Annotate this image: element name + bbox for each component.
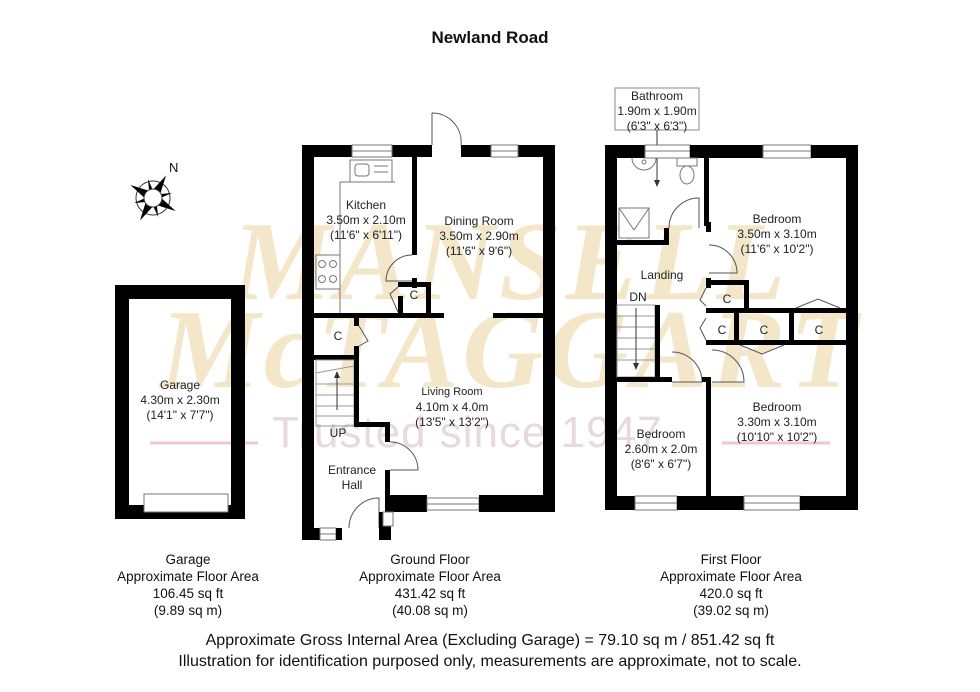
room-name: Bedroom: [636, 427, 686, 441]
room-dimensions-imperial: (6'3" x 6'3"): [626, 119, 688, 133]
room-name: Kitchen: [345, 198, 387, 212]
room-label-garage: Garage 4.30m x 2.30m (14'1" x 7'7"): [140, 378, 219, 423]
cupboard-marker: C: [409, 288, 419, 302]
first-floor-plan: [605, 87, 858, 511]
room-dimensions-metric: 2.60m x 2.0m: [624, 442, 698, 456]
room-dimensions-imperial: (11'6" x 6'11"): [329, 228, 403, 242]
floor-area-sqft: 106.45 sq ft: [152, 586, 224, 601]
room-dimensions-metric: 3.50m x 3.10m: [737, 227, 817, 241]
room-label-bedroom-3: Bedroom 2.60m x 2.0m (8'6" x 6'7"): [625, 427, 698, 472]
cupboard-marker: C: [814, 323, 824, 337]
compass-north-label: N: [169, 160, 179, 175]
floor-area-sqft: 431.42 sq ft: [394, 586, 466, 601]
room-name: Living Room: [421, 386, 483, 398]
room-dimensions-imperial: (11'6" x 9'6"): [445, 244, 513, 258]
stairs-down-label: DN: [629, 290, 647, 304]
floor-area-garage: Garage Approximate Floor Area 106.45 sq …: [117, 551, 259, 619]
room-label-landing: Landing: [641, 268, 684, 283]
cupboard-marker: C: [717, 323, 727, 337]
room-label-living-room: Living Room 4.10m x 4.0m (13'5" x 13'2"): [415, 385, 489, 430]
room-dimensions-metric: 4.10m x 4.0m: [415, 400, 489, 414]
cupboard-marker: C: [333, 329, 343, 343]
floor-name: Garage: [165, 552, 211, 567]
room-label-bathroom: Bathroom 1.90m x 1.90m (6'3" x 6'3"): [617, 89, 696, 134]
room-dimensions-metric: 4.30m x 2.30m: [140, 393, 220, 407]
room-label-bedroom-1: Bedroom 3.50m x 3.10m (11'6" x 10'2"): [737, 212, 816, 257]
floor-area-sqm: (40.08 sq m): [392, 603, 468, 618]
floor-area-sqft: 420.0 sq ft: [699, 586, 763, 601]
room-label-dining-room: Dining Room 3.50m x 2.90m (11'6" x 9'6"): [439, 214, 518, 259]
floor-area-label: Approximate Floor Area: [660, 569, 802, 584]
room-dimensions-imperial: (11'6" x 10'2"): [740, 242, 814, 256]
gross-area-summary: Approximate Gross Internal Area (Excludi…: [205, 632, 775, 649]
floor-name: Ground Floor: [390, 552, 470, 567]
cupboard-marker: C: [722, 292, 732, 306]
floor-area-label: Approximate Floor Area: [117, 569, 259, 584]
room-name: Landing: [640, 268, 684, 282]
compass-rose-icon: [130, 175, 176, 221]
floor-name: First Floor: [700, 552, 762, 567]
room-dimensions-imperial: (14'1" x 7'7"): [146, 408, 214, 422]
ground-floor-plan: [302, 112, 555, 541]
room-name: Dining Room: [444, 214, 514, 228]
room-name: Garage: [159, 378, 201, 392]
room-dimensions-metric: 3.50m x 2.10m: [326, 213, 406, 227]
garage-plan: [115, 285, 245, 519]
room-name-line2: Hall: [341, 478, 363, 492]
floor-area-ground-floor: Ground Floor Approximate Floor Area 431.…: [359, 551, 501, 619]
room-label-kitchen: Kitchen 3.50m x 2.10m (11'6" x 6'11"): [326, 198, 405, 243]
room-name: Entrance: [327, 463, 377, 477]
floor-area-label: Approximate Floor Area: [359, 569, 501, 584]
cupboard-marker: C: [759, 323, 769, 337]
room-dimensions-imperial: (8'6" x 6'7"): [630, 457, 692, 471]
room-label-bedroom-2: Bedroom 3.30m x 3.10m (10'10" x 10'2"): [737, 400, 817, 445]
room-name: Bathroom: [630, 89, 684, 103]
page-title: Newland Road: [431, 28, 549, 47]
stairs-up-label: UP: [329, 426, 347, 440]
room-dimensions-imperial: (13'5" x 13'2"): [415, 415, 489, 429]
room-dimensions-imperial: (10'10" x 10'2"): [736, 430, 818, 444]
floor-area-sqm: (39.02 sq m): [693, 603, 769, 618]
room-dimensions-metric: 3.50m x 2.90m: [439, 229, 519, 243]
room-label-entrance-hall: Entrance Hall: [328, 463, 376, 493]
room-dimensions-metric: 1.90m x 1.90m: [617, 104, 697, 118]
room-name: Bedroom: [752, 212, 802, 226]
room-dimensions-metric: 3.30m x 3.10m: [737, 415, 817, 429]
disclaimer: Illustration for identification purposed…: [178, 653, 802, 670]
floor-area-sqm: (9.89 sq m): [153, 603, 223, 618]
floor-area-first-floor: First Floor Approximate Floor Area 420.0…: [660, 551, 802, 619]
room-name: Bedroom: [752, 400, 802, 414]
